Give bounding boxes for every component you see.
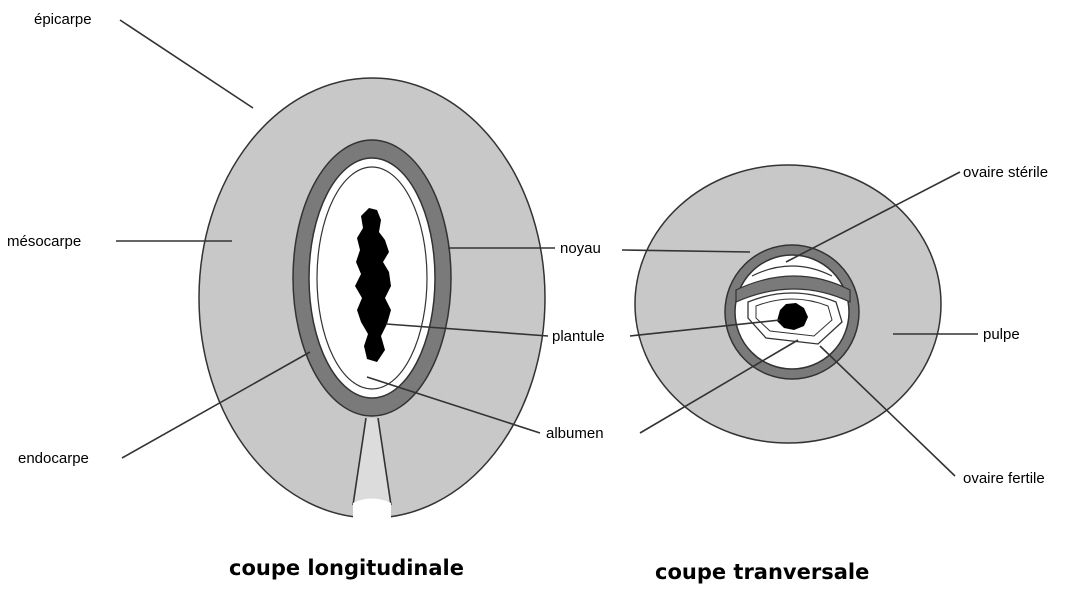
label-noyau: noyau (560, 240, 601, 257)
caption-longitudinale: coupe longitudinale (229, 556, 464, 580)
groove-notch (353, 499, 391, 521)
label-ovaire-sterile: ovaire stérile (963, 164, 1048, 181)
label-plantule: plantule (552, 328, 605, 345)
label-mesocarpe: mésocarpe (7, 233, 81, 250)
label-epicarpe: épicarpe (34, 11, 92, 28)
longitudinal-section: épicarpe mésocarpe endocarpe coupe longi… (7, 11, 555, 580)
label-endocarpe: endocarpe (18, 450, 89, 467)
caption-transversale: coupe tranversale (655, 560, 869, 584)
transversal-section: ovaire stérile pulpe ovaire fertile coup… (622, 164, 1048, 584)
label-ovaire-fertile: ovaire fertile (963, 470, 1045, 487)
label-albumen: albumen (546, 425, 604, 442)
label-pulpe: pulpe (983, 326, 1020, 343)
leader-epicarpe (120, 20, 253, 108)
